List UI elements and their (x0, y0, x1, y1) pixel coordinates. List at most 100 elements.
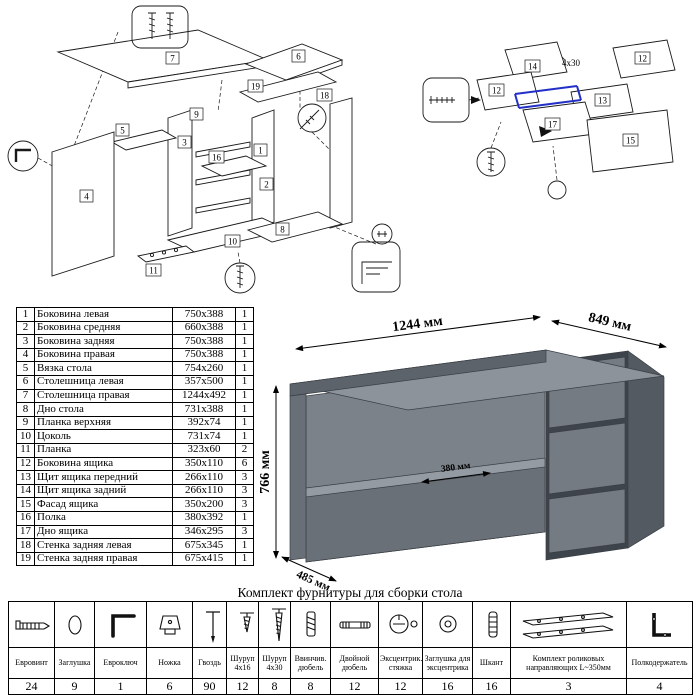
cam-lock-icon (388, 613, 418, 634)
part-qty: 1 (235, 374, 254, 390)
part-size: 750x388 (172, 347, 236, 363)
screw-icon (487, 151, 495, 172)
part-name: Столешница левая (34, 374, 173, 390)
part-size: 266x110 (172, 470, 236, 485)
hexkey-icon (110, 613, 136, 638)
hw-qty: 12 (330, 678, 379, 695)
part-size: 350x200 (172, 497, 236, 512)
hw-qty: 4 (626, 678, 693, 695)
hw-icon-cell (192, 601, 227, 648)
hw-icon-cell (472, 601, 511, 648)
assembly-diagram-drawers: 14 12 12 13 17 15 4x30 (422, 39, 676, 200)
part-num: 15 (16, 497, 35, 512)
part-num: 17 (16, 524, 35, 540)
hw-icon-cell (258, 601, 291, 648)
hw-qty: 16 (422, 678, 473, 695)
bottom-rail (136, 245, 196, 263)
part-size: 266x110 (172, 483, 236, 499)
hw-name: Ввинчив. дюбель (290, 647, 331, 679)
hexkey-icon (14, 148, 31, 162)
desk-dimensions-render: 1244 мм 849 мм 766 мм 380 мм 485 мм (260, 310, 667, 590)
part-label: 17 (548, 120, 558, 130)
hardware-kit-table: Евровинт Заглушка Евроключ Ножка Гвоздь … (8, 601, 693, 695)
hw-name: Эксцентрик. стяжка (378, 647, 423, 679)
shelf-support-icon (651, 612, 671, 637)
part-qty: 1 (235, 307, 254, 322)
long-screw-icon (299, 109, 320, 130)
part-label: 18 (320, 91, 330, 101)
part-label: 4 (84, 192, 89, 202)
part-num: 11 (16, 442, 35, 458)
hw-name: Заглушка для эксцентрика (422, 647, 473, 679)
part-qty: 1 (235, 361, 254, 376)
hw-icon-cell (290, 601, 331, 648)
part-label: 11 (149, 266, 158, 276)
part-label: 2 (264, 180, 269, 190)
part-num: 16 (16, 510, 35, 526)
part-size: 731x388 (172, 402, 236, 417)
hw-qty: 8 (290, 678, 331, 695)
part-name: Боковина левая (34, 307, 173, 322)
part-name: Боковина правая (34, 347, 173, 363)
hardware-icon-row (8, 601, 693, 648)
part-qty: 1 (235, 402, 254, 417)
hw-icon-cell (378, 601, 423, 648)
part-name: Боковина задняя (34, 334, 173, 349)
hw-name: Шкант (472, 647, 511, 679)
runner-highlight (514, 85, 582, 109)
hw-qty: 9 (54, 678, 95, 695)
part-num: 13 (16, 470, 35, 485)
part-size: 350x110 (172, 456, 236, 472)
hw-name: Евроключ (94, 647, 147, 679)
part-qty: 3 (235, 524, 254, 540)
wood-dowel-icon (488, 610, 498, 638)
part-qty: 1 (235, 538, 254, 553)
part-qty: 1 (235, 347, 254, 363)
part-size: 392x74 (172, 415, 236, 431)
dim-shelf-label: 380 мм (440, 461, 471, 475)
part-qty: 1 (235, 388, 254, 404)
assembly-diagram-desk: 7 6 19 18 5 3 16 1 2 9 4 10 8 11 (7, 5, 401, 294)
part-qty: 3 (235, 483, 254, 499)
part-num: 6 (16, 374, 35, 390)
hw-icon-cell (146, 601, 193, 648)
screw-size-label: 4x30 (562, 58, 581, 68)
part-label: 14 (528, 62, 538, 72)
hw-qty: 12 (226, 678, 259, 695)
part-qty: 1 (235, 334, 254, 349)
dim-height-label: 766 мм (260, 450, 273, 494)
part-qty: 1 (235, 551, 254, 567)
part-size: 750x388 (172, 334, 236, 349)
drawer-runner-icon (522, 611, 613, 639)
hw-name: Двойной дюбель (330, 647, 379, 679)
leg-icon (158, 614, 181, 635)
part-qty: 2 (235, 442, 254, 458)
hw-icon-cell (94, 601, 147, 648)
part-size: 1244x492 (172, 388, 236, 404)
part-num: 4 (16, 347, 35, 363)
part-size: 731x74 (172, 429, 236, 444)
part-label: 6 (296, 52, 301, 62)
hw-qty: 8 (258, 678, 291, 695)
part-qty: 1 (235, 320, 254, 336)
part-size: 357x500 (172, 374, 236, 390)
plug-icon (68, 614, 82, 635)
screw-icon (148, 12, 174, 39)
part-label: 16 (212, 153, 222, 163)
part-num: 12 (16, 456, 35, 472)
part-label: 5 (120, 126, 125, 136)
double-dowel-icon (338, 620, 371, 629)
nail-icon (206, 610, 220, 643)
screw-icon (236, 265, 244, 288)
part-num: 3 (16, 334, 35, 349)
